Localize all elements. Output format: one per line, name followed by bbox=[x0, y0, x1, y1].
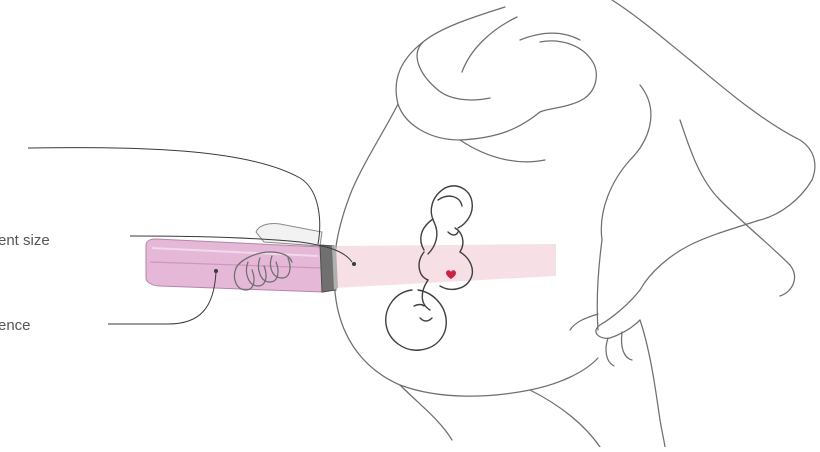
size-callout-label: ent size bbox=[0, 233, 50, 248]
handheld-scanner-icon bbox=[146, 223, 338, 292]
pregnant-woman-outline-icon bbox=[334, 0, 815, 447]
reference-callout-label: ence bbox=[0, 318, 31, 333]
scan-beam bbox=[334, 244, 556, 288]
leader-dot-reference bbox=[214, 269, 218, 273]
leader-dot-size bbox=[352, 262, 356, 266]
